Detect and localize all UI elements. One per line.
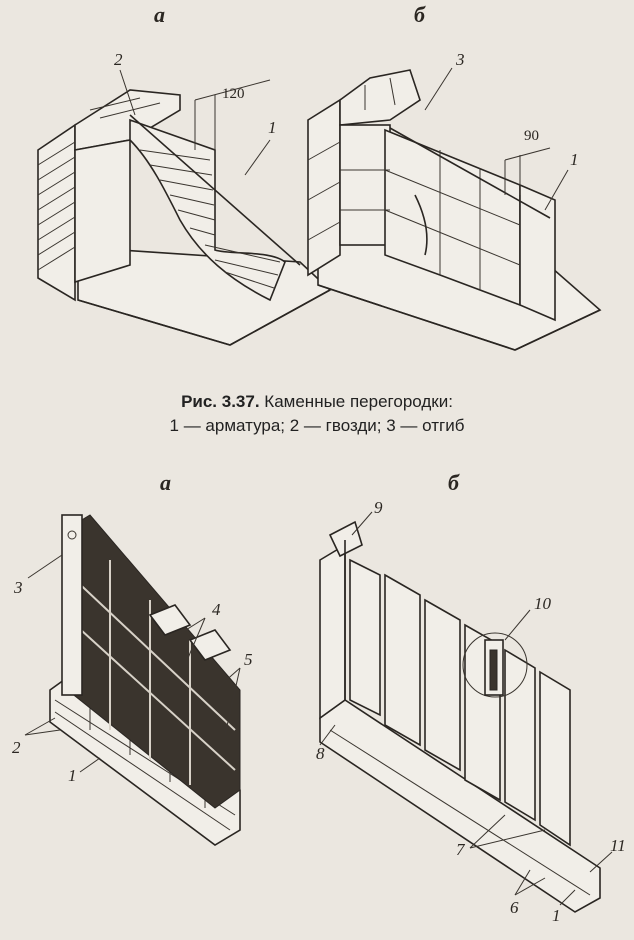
callout-2-bottom: 2 (12, 738, 21, 757)
brick-partition-drawing-a (37, 69, 332, 346)
callout-3-bottom: 3 (14, 578, 23, 597)
figure-caption-legend: 1 — арматура; 2 — гвозди; 3 — отгиб (169, 416, 465, 435)
figure-caption-title: Рис. 3.37. Каменные перегородки: (0, 392, 634, 412)
dimension-120: 120 (222, 86, 245, 102)
callout-9: 9 (374, 498, 383, 517)
frame-partition-drawing-b (319, 511, 613, 913)
callout-7: 7 (456, 840, 465, 859)
caption-title-text: Каменные перегородки: (259, 392, 453, 411)
callout-10: 10 (534, 594, 551, 613)
figure-label-a-bottom: а (160, 470, 171, 495)
callout-1-bottom-b: 1 (552, 906, 561, 925)
callout-1-top-a: 1 (268, 118, 277, 137)
callout-8: 8 (316, 744, 325, 763)
callout-2-top: 2 (114, 50, 123, 69)
figure-label-b-top: б (414, 2, 425, 27)
callout-3-top: 3 (456, 50, 465, 69)
figure-label-a-top: а (154, 2, 165, 27)
figure-label-b-bottom: б (448, 470, 459, 495)
callout-6: 6 (510, 898, 519, 917)
dimension-90: 90 (524, 128, 539, 144)
callout-1-bottom-a: 1 (68, 766, 77, 785)
callout-4-bottom: 4 (212, 600, 221, 619)
caption-number: Рис. 3.37. (181, 392, 260, 411)
callout-11: 11 (610, 836, 626, 855)
reinforced-wall-drawing-a (24, 514, 241, 846)
callout-1-top-b: 1 (570, 150, 579, 169)
block-partition-drawing-b (307, 67, 602, 351)
callout-5-bottom: 5 (244, 650, 253, 669)
